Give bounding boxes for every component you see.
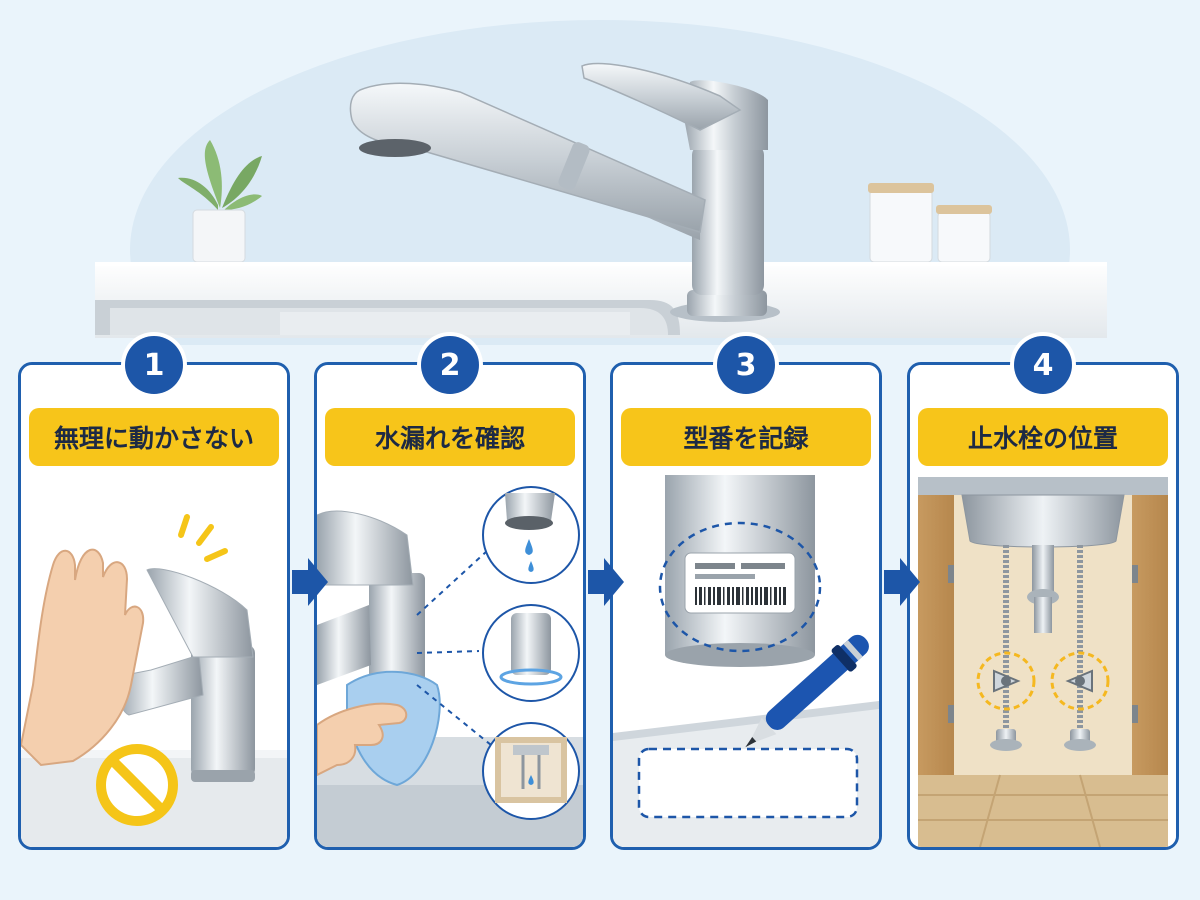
hero-kitchen-scene bbox=[0, 0, 1200, 345]
shutoff-valve-icon bbox=[976, 651, 1036, 711]
arrow-right-icon bbox=[292, 558, 328, 606]
faucet-icon bbox=[118, 568, 255, 782]
inset-aerator-drip bbox=[482, 486, 580, 584]
cleaning-cloth-icon bbox=[346, 670, 441, 787]
step-3-number-badge: 3 bbox=[717, 336, 775, 394]
step-4-label: 止水栓の位置 bbox=[918, 408, 1168, 466]
step-4-number-badge: 4 bbox=[1014, 336, 1072, 394]
step-4-illustration bbox=[910, 365, 1176, 847]
step-card-2 bbox=[314, 362, 586, 850]
arrow-right-icon bbox=[884, 558, 920, 606]
jars-icon bbox=[868, 183, 992, 263]
water-drop-icon bbox=[525, 539, 534, 572]
supply-line-left bbox=[990, 545, 1022, 751]
faucet-icon bbox=[349, 62, 780, 322]
attention-marks-icon bbox=[178, 514, 228, 562]
hand-icon bbox=[317, 702, 408, 777]
inset-under-sink bbox=[482, 722, 580, 820]
model-number-label bbox=[658, 521, 822, 653]
step-1-number-badge: 1 bbox=[125, 336, 183, 394]
pen-icon bbox=[745, 634, 869, 748]
step-2-label: 水漏れを確認 bbox=[325, 408, 575, 466]
hand-icon bbox=[21, 548, 145, 767]
step-3-label: 型番を記録 bbox=[621, 408, 871, 466]
step-1-label: 無理に動かさない bbox=[29, 408, 279, 466]
supply-line-right bbox=[1064, 545, 1096, 751]
shutoff-valve-icon bbox=[1050, 651, 1110, 711]
plant-icon bbox=[178, 140, 262, 263]
prohibited-icon bbox=[96, 744, 178, 826]
step-2-number-badge: 2 bbox=[421, 336, 479, 394]
inset-faucet-base bbox=[482, 604, 580, 702]
arrow-right-icon bbox=[588, 558, 624, 606]
drain-pipe bbox=[1027, 545, 1059, 633]
note-box bbox=[637, 747, 859, 819]
